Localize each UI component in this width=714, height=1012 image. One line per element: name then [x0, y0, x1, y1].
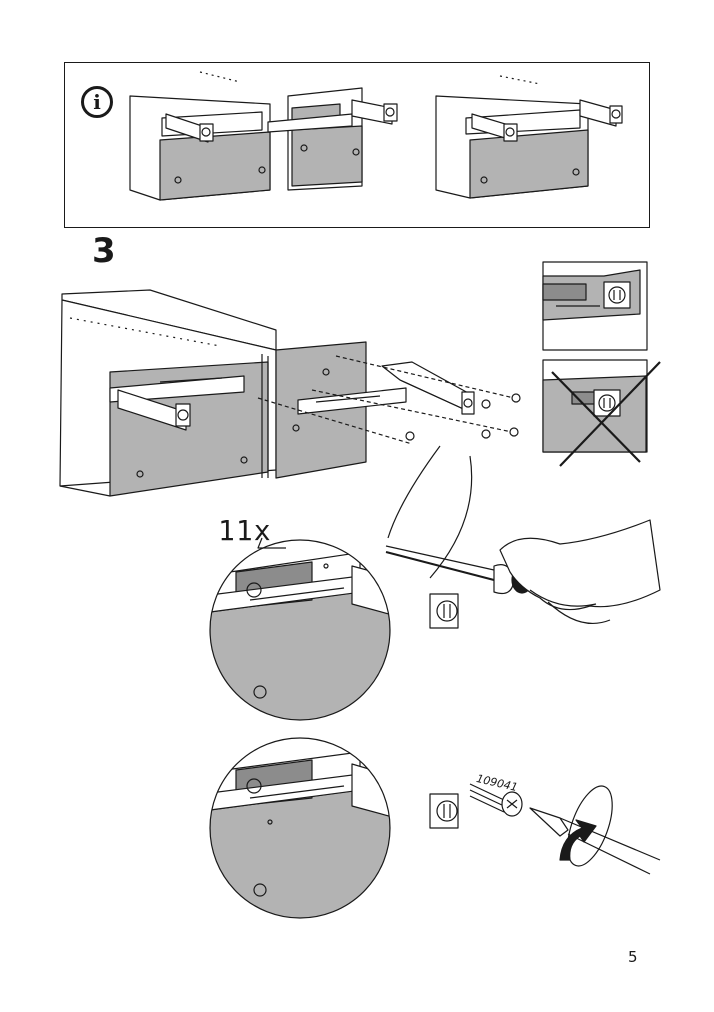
- cross-icon: [559, 361, 661, 467]
- info-icon: i: [81, 86, 113, 118]
- page-number: 5: [628, 948, 638, 966]
- correct-detail: [542, 261, 648, 351]
- zoom-detail-screwdriver: [209, 519, 661, 721]
- incorrect-detail: [542, 359, 661, 467]
- step-main-illustration: [59, 289, 521, 579]
- step-number: 3: [92, 231, 116, 271]
- info-illustration-single: [435, 75, 623, 199]
- quantity-label: 11x: [218, 514, 272, 547]
- zoom-detail-screw: [209, 737, 661, 919]
- info-illustration-double: [129, 71, 398, 201]
- info-panel: i: [64, 62, 650, 228]
- screw-icon: [257, 355, 521, 445]
